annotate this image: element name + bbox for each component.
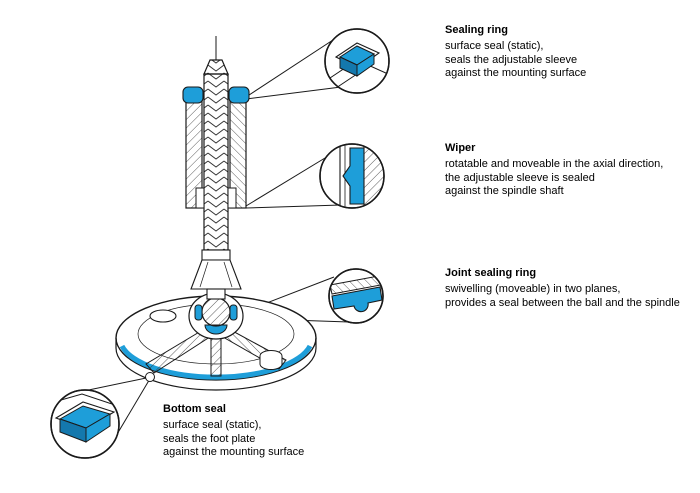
callout-line: surface seal (static), <box>163 418 262 431</box>
callout-line: provides a seal between the ball and the… <box>445 296 680 309</box>
detail-bottom-seal <box>50 389 120 459</box>
bell-edge-right <box>223 261 233 288</box>
ball-seat-seal <box>204 324 228 335</box>
callout-line: seals the adjustable sleeve <box>445 53 578 66</box>
leader-sealing-ring-top <box>245 37 337 98</box>
plate-notch <box>259 350 283 370</box>
callout-line: rotatable and moveable in the axial dire… <box>445 157 664 170</box>
leader-wiper-bottom <box>245 204 342 209</box>
callout-line: against the spindle shaft <box>445 185 564 198</box>
joint-seal-left <box>194 304 203 321</box>
leader-wiper-top <box>245 157 326 207</box>
callout-label-joint-sealing-ring: Joint sealing ring swivelling (moveable)… <box>445 267 700 310</box>
callout-label-wiper: Wiper rotatable and moveable in the axia… <box>445 142 700 199</box>
detail-wiper <box>319 143 385 209</box>
ball-joint <box>188 292 244 340</box>
wiper-right <box>227 187 237 209</box>
joint-seal-cross-section <box>331 286 383 313</box>
spindle-neck <box>206 288 226 300</box>
spindle <box>190 59 242 300</box>
callout-title: Joint sealing ring <box>445 267 537 279</box>
callout-line: surface seal (static), <box>445 39 544 52</box>
sealing-ring-right <box>228 86 250 104</box>
leader-bottom-seal-bottom <box>112 376 152 442</box>
detail-sealing-ring <box>324 28 390 94</box>
leader-sealing-ring-bottom <box>245 86 342 100</box>
foot-plate-skirt <box>115 337 317 391</box>
bottom-seal-ring <box>119 344 313 380</box>
adjustable-sleeve <box>182 86 250 209</box>
spindle-shaft <box>203 73 229 251</box>
bell-edge-left <box>199 261 209 288</box>
callout-line: the adjustable sleeve is sealed <box>445 171 595 184</box>
wiper-left <box>195 187 205 209</box>
callout-line: against the mounting surface <box>445 67 587 80</box>
plate-hole <box>149 309 177 323</box>
seal-cross-section-side <box>356 53 375 77</box>
ball <box>201 297 231 327</box>
bottom-seal-marker <box>145 372 155 382</box>
callout-label-sealing-ring: Sealing ring surface seal (static), seal… <box>445 24 700 81</box>
sealing-ring-left <box>182 86 204 104</box>
callout-label-bottom-seal: Bottom seal surface seal (static), seals… <box>163 403 418 460</box>
detail-circle-joint-seal <box>328 268 384 324</box>
spindle-bell <box>190 259 242 290</box>
detail-callouts <box>50 28 390 459</box>
detail-circle-bottom-seal <box>50 389 120 459</box>
callout-title: Sealing ring <box>445 24 508 36</box>
detail-circle-sealing-ring <box>324 28 390 94</box>
callout-title: Wiper <box>445 142 476 154</box>
joint-seal-right <box>229 304 238 321</box>
wiper-cross-section <box>342 147 365 205</box>
leader-bottom-seal-top <box>78 376 152 393</box>
bottom-seal-cross-section-side <box>85 413 111 443</box>
callout-title: Bottom seal <box>163 403 226 415</box>
spindle-cap <box>203 59 229 75</box>
detail-joint-sealing-ring <box>328 268 384 324</box>
levelling-foot-assembly <box>115 36 317 391</box>
callout-line: against the mounting surface <box>163 446 305 459</box>
spindle-collar <box>201 249 231 261</box>
callout-line: seals the foot plate <box>163 432 256 445</box>
detail-circle-wiper <box>319 143 385 209</box>
callout-line: swivelling (moveable) in two planes, <box>445 282 621 295</box>
